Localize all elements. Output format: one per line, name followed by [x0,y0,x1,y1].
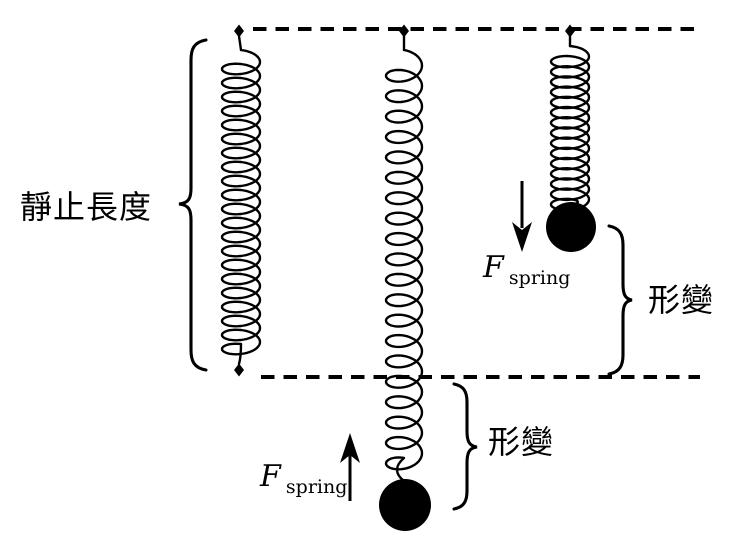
force-label-compressed: F spring [482,250,570,289]
force-subscript: spring [509,267,570,289]
deformation-brace-compressed [607,224,633,376]
deformation-brace-stretched [452,382,478,511]
force-symbol: F [259,459,282,494]
force-symbol: F [482,250,505,285]
up-arrow-icon [340,433,360,463]
spring-force-down: F spring [482,181,570,289]
rest-length-brace [178,38,208,372]
spring-coil [220,48,262,366]
force-label-stretched: F spring [259,459,347,498]
spring-coil [384,48,424,483]
spring-top-link [237,34,243,52]
anchor-diamond-icon [234,24,244,38]
down-arrow-icon [512,222,532,252]
mass-ball [379,479,431,531]
stretched-spring [379,24,431,531]
rest-length-spring [220,24,262,377]
spring-coil [549,44,591,212]
rest-length-label: 靜止長度 [20,188,152,226]
anchor-diamond-icon [565,24,575,38]
compressed-spring [546,24,596,252]
force-subscript: spring [286,476,347,498]
anchor-diamond-icon [399,24,409,38]
anchor-diamond-icon [234,363,244,377]
deformation-label-stretched: 形變 [488,423,554,461]
mass-ball [546,202,596,252]
deformation-label-compressed: 形變 [648,281,714,319]
spring-force-up: F spring [259,433,360,501]
